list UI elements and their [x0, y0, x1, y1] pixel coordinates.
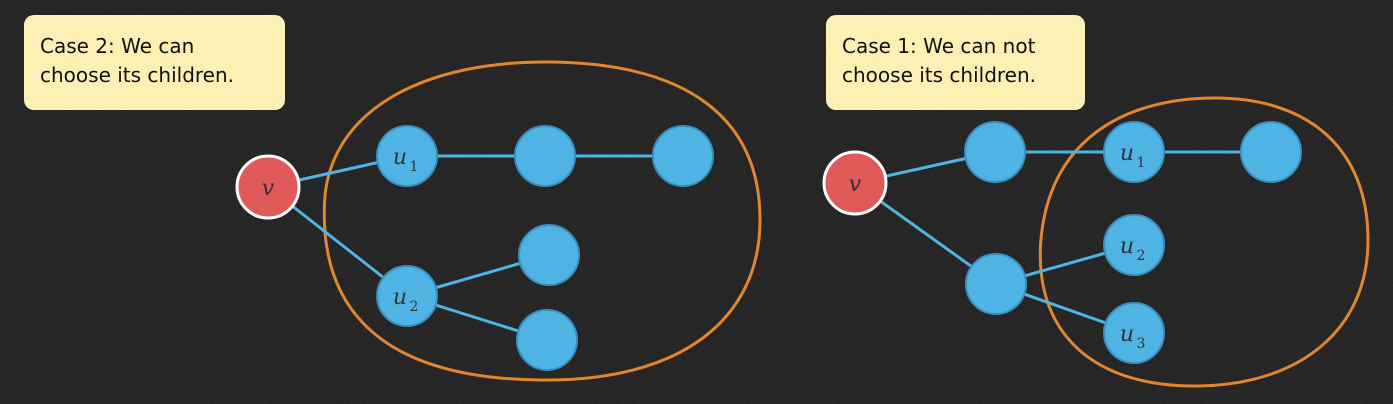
right-label-u2: u [1120, 234, 1134, 259]
case-2-note-line2: choose its children. [40, 63, 235, 87]
left-node-a [514, 125, 576, 187]
right-label-u1: u [1120, 141, 1134, 166]
left-node-u2 [376, 265, 438, 327]
right-node-u2 [1103, 214, 1165, 276]
right-enclosure [1038, 96, 1370, 388]
right-node-c [965, 253, 1027, 315]
left-node-c [518, 224, 580, 286]
right-label-u3: u [1120, 322, 1134, 347]
left-label-u1-sub: 1 [410, 159, 419, 175]
left-root-label: v [262, 176, 275, 201]
right-node-b [1240, 121, 1302, 183]
left-label-u1: u [393, 145, 407, 170]
left-enclosure [322, 60, 762, 382]
case-1-note-line1: Case 1: We can not [842, 34, 1036, 58]
case-1-note-line2: choose its children. [842, 63, 1037, 87]
right-root-label: v [849, 172, 862, 197]
case-2-note-line1: Case 2: We can [40, 34, 195, 58]
left-root-node [235, 154, 301, 220]
left-node-u1 [376, 125, 438, 187]
right-node-a [964, 121, 1026, 183]
case-1-note: Case 1: We can not choose its children. [826, 15, 1085, 110]
left-label-u2: u [393, 285, 407, 310]
left-label-u2-sub: 2 [410, 299, 419, 315]
right-label-u1-sub: 1 [1137, 155, 1146, 171]
right-label-u2-sub: 2 [1137, 248, 1146, 264]
left-node-d [516, 309, 578, 371]
left-node-b [652, 125, 714, 187]
right-label-u3-sub: 3 [1137, 336, 1146, 352]
case-2-note: Case 2: We can choose its children. [24, 15, 285, 110]
right-node-u1 [1103, 121, 1165, 183]
right-root-node [822, 150, 888, 216]
right-node-u3 [1103, 302, 1165, 364]
